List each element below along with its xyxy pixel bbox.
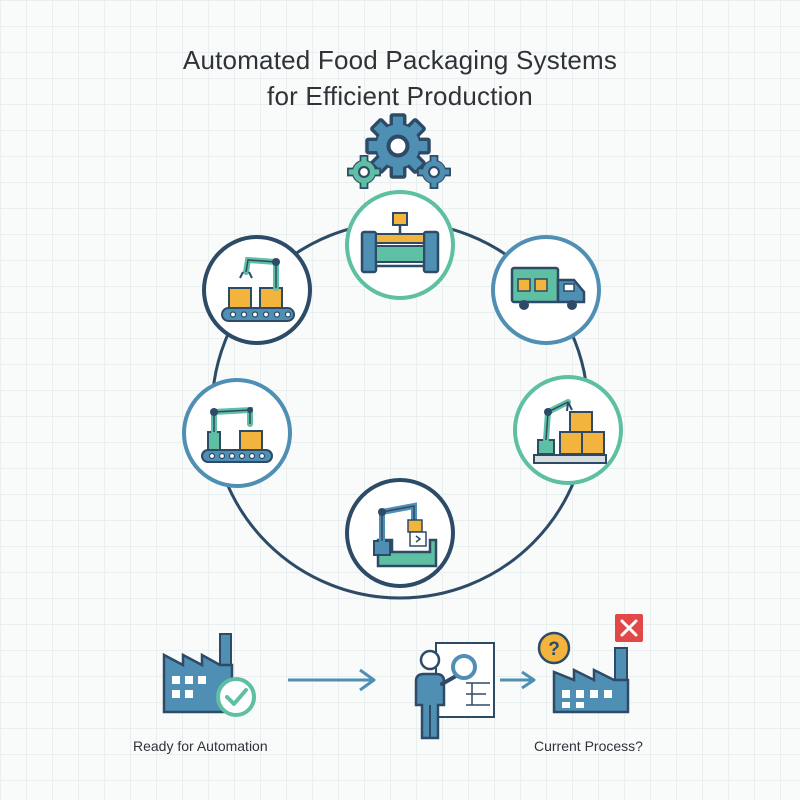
factory-question-icon: ? (537, 631, 630, 714)
node-packaging-machine (345, 190, 455, 300)
caption-current-process: Current Process? (534, 738, 643, 754)
analyst-board-icon (414, 642, 495, 740)
title-line-1: Automated Food Packaging Systems (182, 45, 618, 75)
node-pick-place-robot (182, 378, 292, 488)
node-palletizing-robot (513, 375, 623, 485)
node-robot-arm-conveyor (202, 235, 312, 345)
packaging-machine-icon (360, 212, 440, 274)
page-title: Automated Food Packaging Systems for Eff… (0, 42, 800, 114)
delivery-truck-icon (510, 266, 586, 310)
pick-place-robot-icon (201, 406, 273, 463)
node-robotic-sealing (345, 478, 455, 588)
node-delivery-truck (491, 235, 601, 345)
palletizing-robot-icon (533, 399, 607, 464)
gears-icon (347, 115, 451, 189)
robot-arm-conveyor-icon (221, 256, 295, 322)
svg-text:?: ? (548, 639, 560, 660)
robotic-sealing-icon (373, 502, 438, 568)
arrow-right-icon (500, 670, 536, 690)
error-x-icon (615, 614, 643, 642)
factory-check-icon (162, 633, 256, 717)
arrow-right-icon (288, 668, 376, 692)
caption-ready-for-automation: Ready for Automation (133, 738, 268, 754)
title-line-2: for Efficient Production (267, 81, 533, 111)
